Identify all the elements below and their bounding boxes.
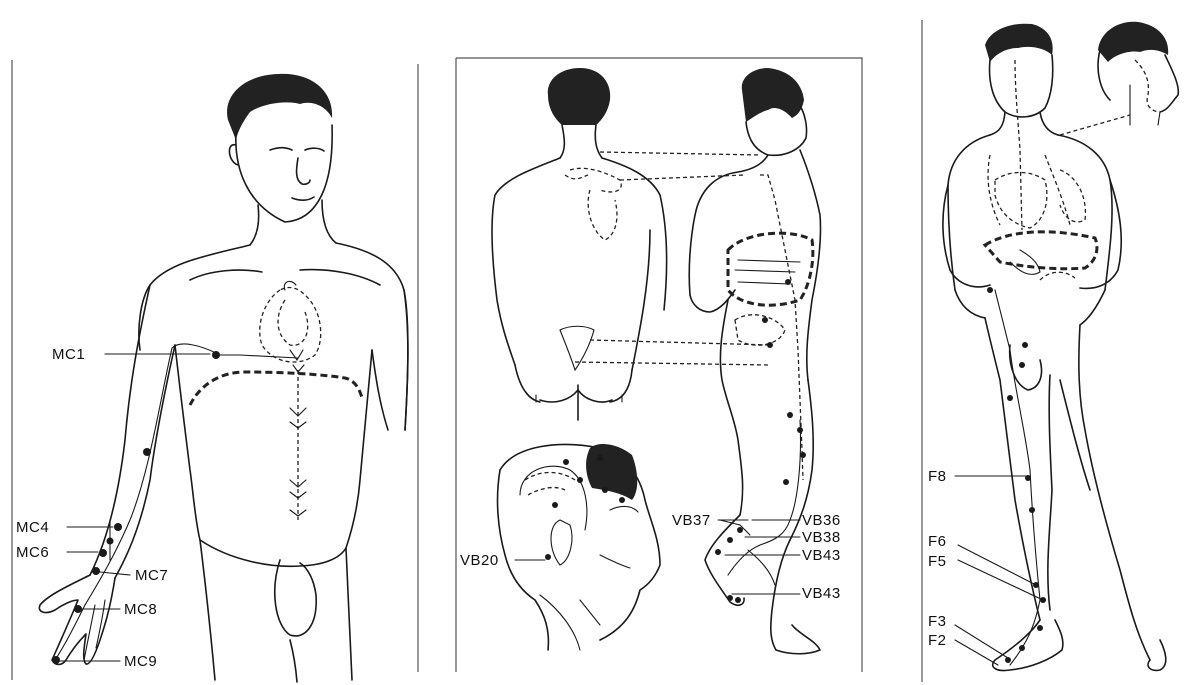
label-f2: F2 bbox=[928, 632, 947, 649]
label-mc4: MC4 bbox=[16, 519, 49, 536]
label-vb38: VB38 bbox=[802, 529, 841, 546]
acupoint-mc5 bbox=[107, 538, 114, 545]
label-mc9: MC9 bbox=[124, 653, 157, 670]
label-vb43-lower: VB43 bbox=[802, 585, 841, 602]
label-mc8: MC8 bbox=[124, 601, 157, 618]
gallbladder-figures bbox=[492, 68, 820, 654]
acupoint-mc6 bbox=[99, 549, 107, 557]
label-vb43-upper: VB43 bbox=[802, 547, 841, 564]
acupoint-mc4 bbox=[114, 523, 122, 531]
label-f6: F6 bbox=[928, 533, 947, 550]
acupoint-mc8 bbox=[74, 605, 82, 613]
label-mc6: MC6 bbox=[16, 544, 49, 561]
label-f3: F3 bbox=[928, 613, 947, 630]
label-f5: F5 bbox=[928, 553, 947, 570]
figure1-hair bbox=[227, 74, 332, 140]
acupoint-mc9 bbox=[52, 656, 60, 664]
acupoint-mc1 bbox=[212, 351, 220, 359]
acupoint-mc-arm bbox=[143, 448, 151, 456]
liver-figure bbox=[943, 22, 1178, 671]
pericardium-figure bbox=[39, 74, 408, 682]
panel-frame-left bbox=[12, 60, 418, 680]
label-mc7: MC7 bbox=[135, 567, 168, 584]
leader-f3 bbox=[955, 625, 1008, 658]
panel-frame-middle bbox=[456, 58, 862, 672]
label-vb37: VB37 bbox=[672, 512, 711, 529]
label-f8: F8 bbox=[928, 468, 947, 485]
leader-f2 bbox=[955, 640, 998, 665]
label-vb36: VB36 bbox=[802, 512, 841, 529]
label-mc1: MC1 bbox=[52, 346, 85, 363]
label-vb20: VB20 bbox=[460, 552, 499, 569]
acupoint-mc7 bbox=[92, 567, 100, 575]
